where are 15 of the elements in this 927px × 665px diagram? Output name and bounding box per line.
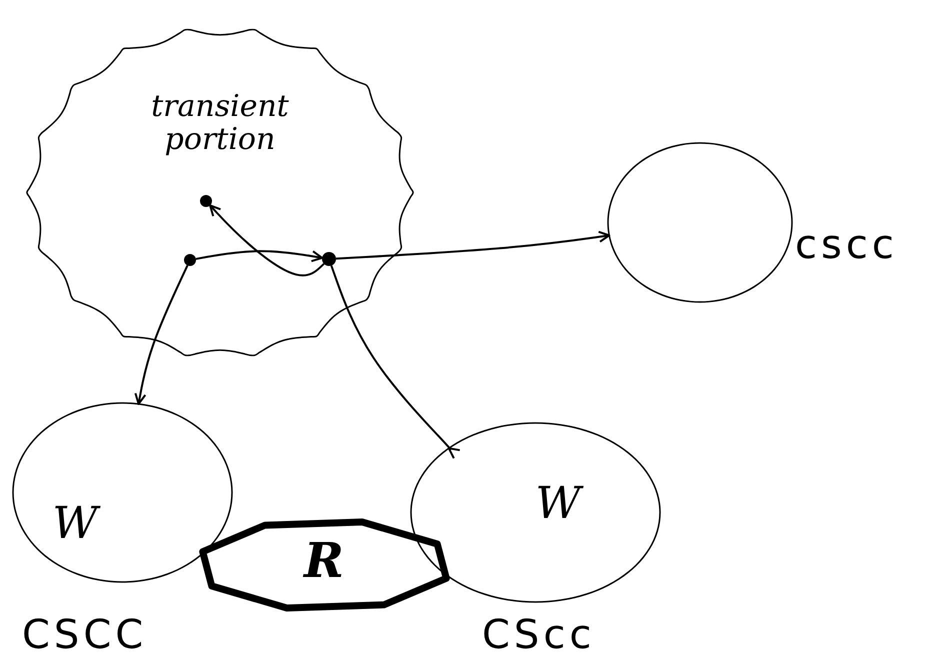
arrow xyxy=(330,265,461,460)
arrow xyxy=(209,204,325,276)
node-label: R xyxy=(302,535,345,588)
point-marker xyxy=(322,252,336,266)
node-label: W xyxy=(35,500,115,548)
node-caption: CSCC xyxy=(22,612,148,658)
node-caption: CScc xyxy=(482,612,596,658)
point-marker xyxy=(184,254,196,266)
node-label: transient portion xyxy=(150,90,290,156)
point-marker xyxy=(200,195,212,207)
node-caption: cscc xyxy=(795,222,898,268)
arrow xyxy=(196,250,324,262)
arrow xyxy=(134,265,188,405)
arrow xyxy=(336,230,610,260)
node-label: W xyxy=(523,480,593,528)
